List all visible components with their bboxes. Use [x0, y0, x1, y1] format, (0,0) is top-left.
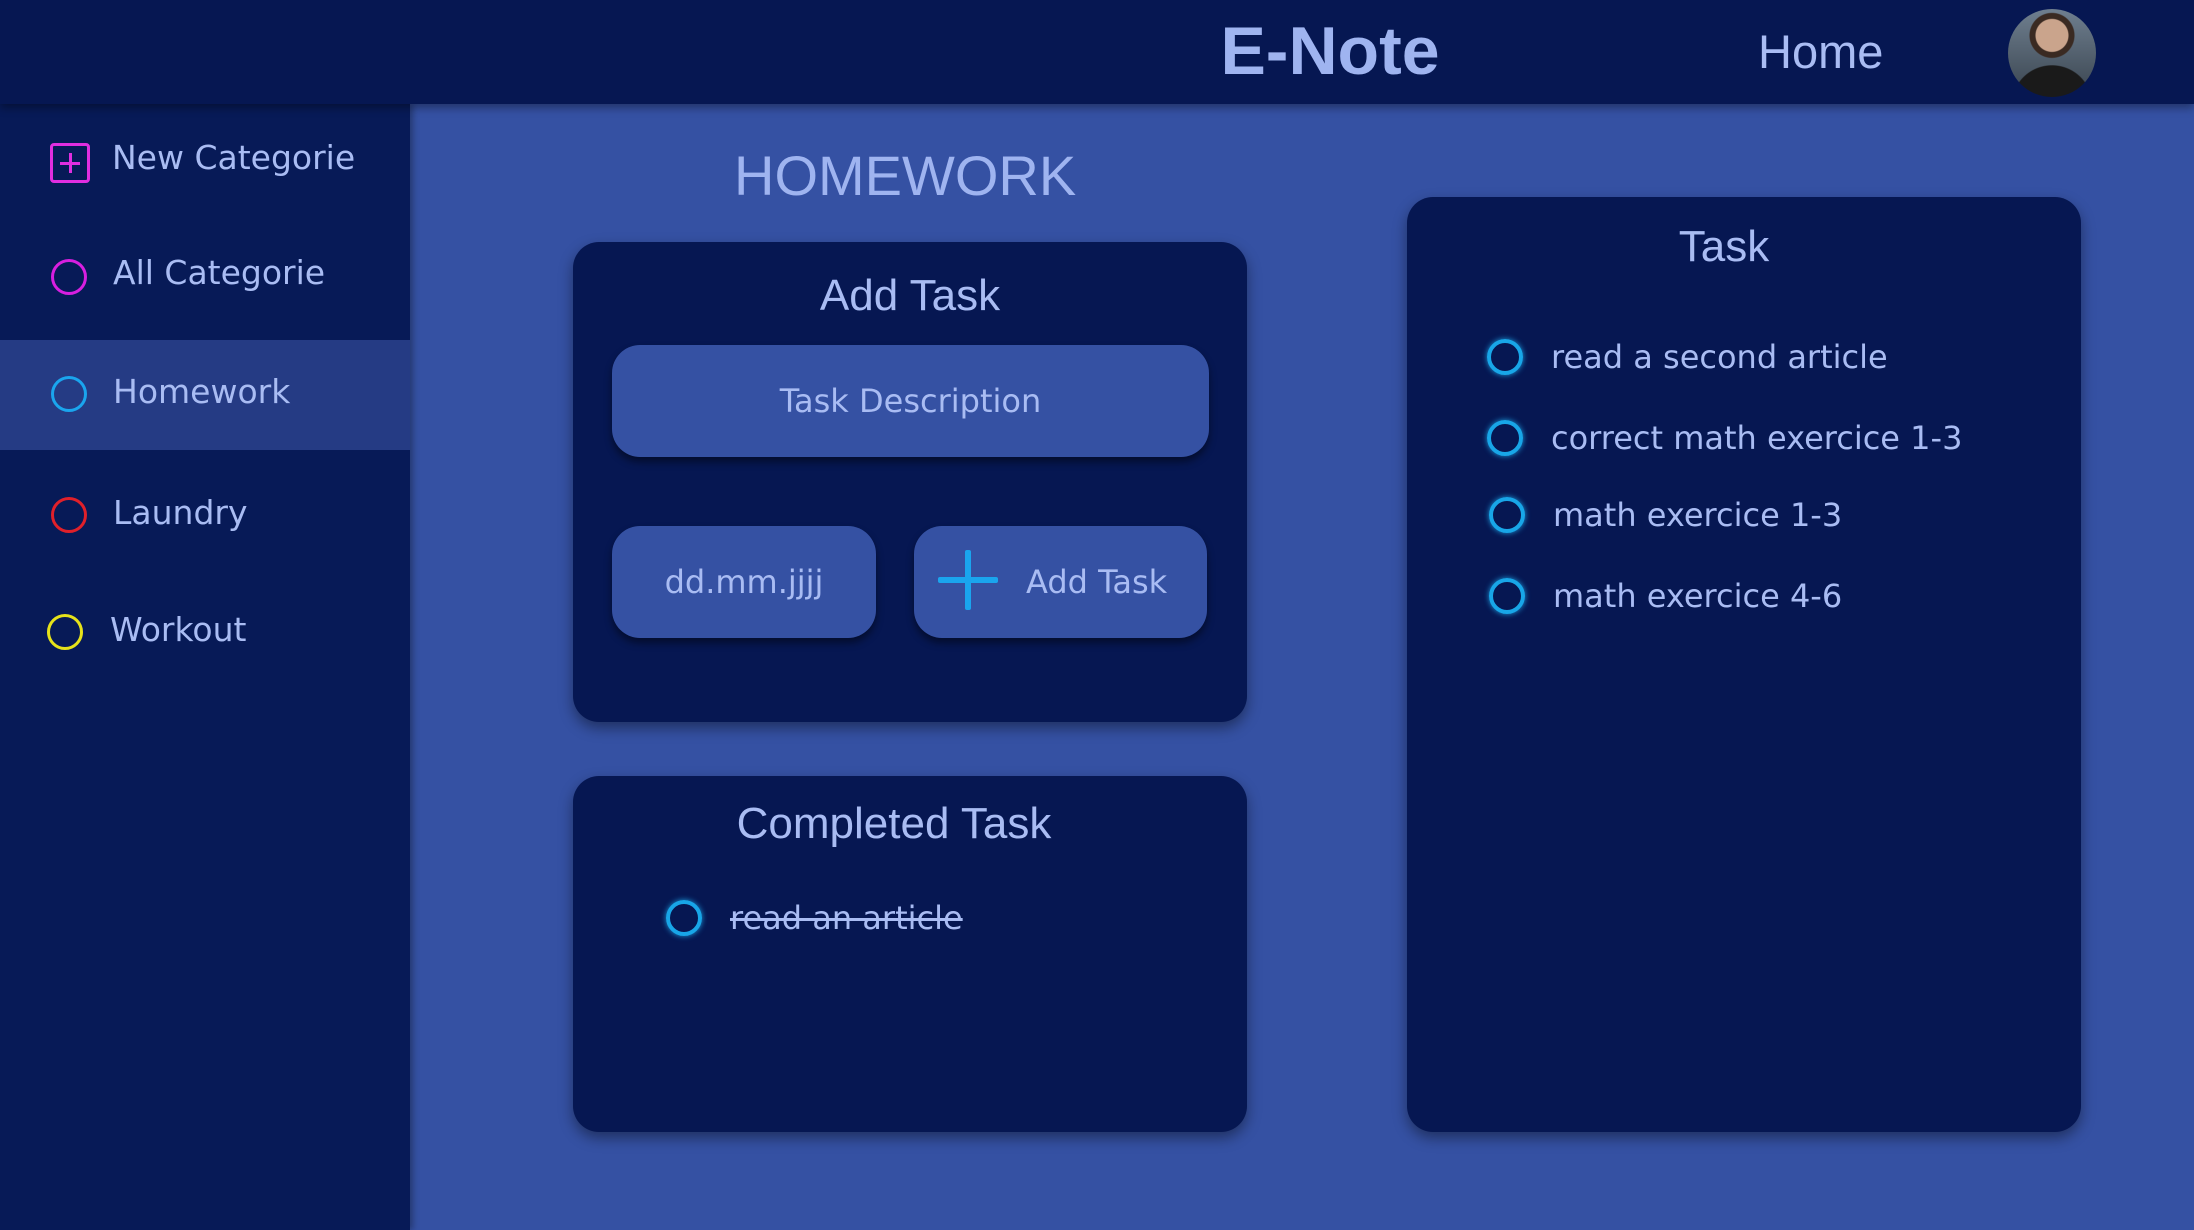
task-text: math exercice 1-3 — [1553, 496, 1843, 534]
circle-icon — [51, 259, 87, 295]
add-task-button-label: Add Task — [1026, 563, 1168, 601]
add-task-title: Add Task — [819, 271, 1001, 320]
circle-icon — [51, 376, 87, 412]
plus-icon — [938, 550, 998, 610]
circle-icon — [1487, 339, 1523, 375]
task-item[interactable]: math exercice 1-3 — [1489, 490, 2049, 540]
completed-task-text: read an article — [730, 899, 963, 937]
plus-square-icon — [50, 143, 90, 183]
sidebar-item-workout[interactable]: Workout — [0, 578, 410, 688]
task-item[interactable]: correct math exercice 1-3 — [1487, 413, 2047, 463]
top-bar: E-Note Home — [0, 0, 2194, 104]
task-item[interactable]: read a second article — [1487, 332, 2047, 382]
sidebar-item-homework[interactable]: Homework — [0, 340, 410, 450]
task-list-card: Task read a second article correct math … — [1407, 197, 2081, 1132]
add-task-button[interactable]: Add Task — [914, 526, 1207, 638]
home-link[interactable]: Home — [1758, 25, 1884, 78]
sidebar: New Categorie All Categorie Homework Lau… — [0, 104, 410, 1230]
completed-task-item[interactable]: read an article — [666, 893, 1066, 943]
sidebar-item-label: All Categorie — [113, 253, 326, 292]
date-input[interactable]: dd.mm.jjjj — [612, 526, 876, 638]
avatar[interactable] — [2008, 9, 2096, 97]
circle-icon — [1487, 420, 1523, 456]
circle-icon — [51, 497, 87, 533]
circle-icon — [1489, 578, 1525, 614]
completed-task-card: Completed Task read an article — [573, 776, 1247, 1132]
sidebar-item-new-categorie[interactable]: New Categorie — [0, 106, 410, 216]
task-description-input[interactable]: Task Description — [612, 345, 1209, 457]
sidebar-item-label: Homework — [113, 372, 291, 411]
task-item[interactable]: math exercice 4-6 — [1489, 571, 2049, 621]
circle-icon — [666, 900, 702, 936]
task-text: correct math exercice 1-3 — [1551, 419, 1963, 457]
task-text: read a second article — [1551, 338, 1888, 376]
sidebar-item-all-categorie[interactable]: All Categorie — [0, 221, 410, 331]
sidebar-item-label: Workout — [110, 610, 247, 649]
add-task-card: Add Task Task Description dd.mm.jjjj Add… — [573, 242, 1247, 722]
circle-icon — [47, 614, 83, 650]
circle-icon — [1489, 497, 1525, 533]
app-title: E-Note — [1220, 13, 1440, 89]
sidebar-item-laundry[interactable]: Laundry — [0, 461, 410, 571]
sidebar-item-label: Laundry — [113, 493, 248, 532]
task-list-title: Task — [1678, 222, 1770, 271]
sidebar-item-label: New Categorie — [112, 138, 356, 177]
page-title: HOMEWORK — [734, 144, 1077, 207]
task-text: math exercice 4-6 — [1553, 577, 1843, 615]
completed-task-title: Completed Task — [736, 799, 1052, 848]
